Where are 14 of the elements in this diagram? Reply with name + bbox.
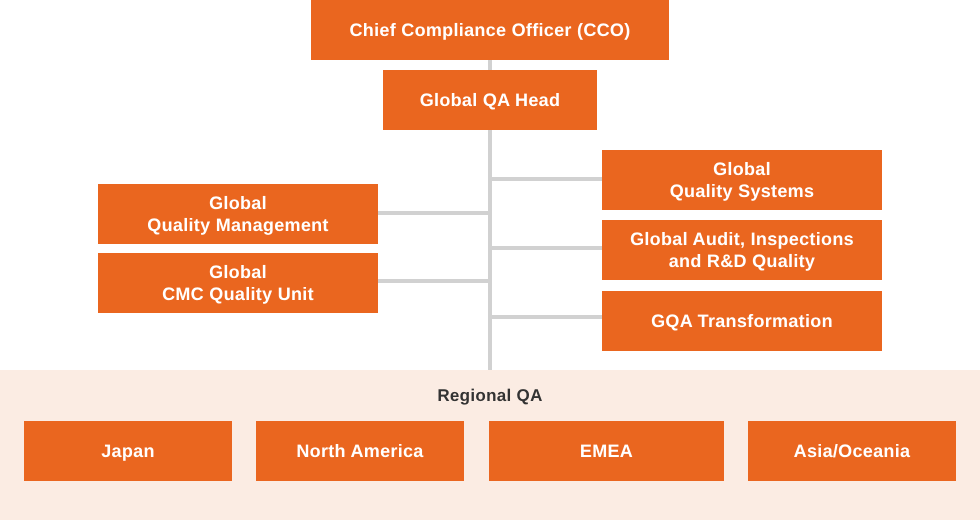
org-unit-box: EMEA xyxy=(489,421,724,481)
org-unit-box: Global Quality Systems xyxy=(602,150,882,210)
org-unit-box: Japan xyxy=(24,421,232,481)
group-title: Regional QA xyxy=(437,386,543,406)
org-unit-box: Chief Compliance Officer (CCO) xyxy=(311,0,669,60)
group-band xyxy=(0,370,980,520)
connector-line xyxy=(488,60,492,70)
org-unit-box: North America xyxy=(256,421,464,481)
org-unit-box: Global Quality Management xyxy=(98,184,378,244)
org-unit-box: Global QA Head xyxy=(383,70,597,130)
org-unit-box: Asia/Oceania xyxy=(748,421,956,481)
org-unit-box: GQA Transformation xyxy=(602,291,882,351)
org-unit-box: Global CMC Quality Unit xyxy=(98,253,378,313)
org-unit-box: Global Audit, Inspections and R&D Quality xyxy=(602,220,882,280)
